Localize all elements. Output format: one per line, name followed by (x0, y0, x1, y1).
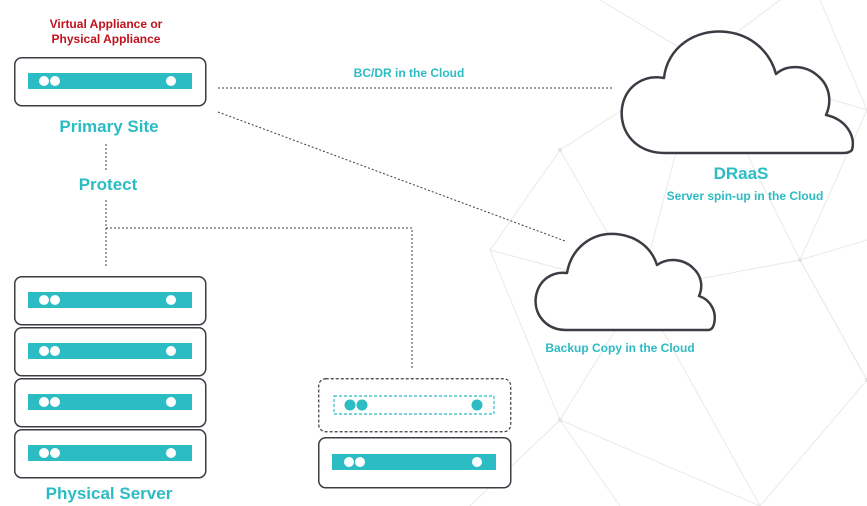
primary-site-server-icon[interactable] (14, 57, 207, 107)
bcdr-label: BC/DR in the Cloud (353, 66, 465, 80)
physical-server-label: Physical Server (45, 484, 173, 503)
physical-server-unit-3-icon[interactable] (14, 378, 207, 428)
draas-title: DRaaS (713, 164, 769, 183)
protect-label: Protect (78, 175, 138, 194)
backup-link-line (217, 111, 566, 242)
backup-cloud-icon[interactable] (534, 232, 716, 332)
appliance-note: Virtual Appliance or Physical Appliance (50, 17, 163, 47)
physical-server-unit-1-icon[interactable] (14, 276, 207, 326)
appliance-note-line1: Virtual Appliance or (49, 17, 163, 31)
appliance-note-line2: Physical Appliance (51, 32, 161, 46)
virtual-link-line (106, 227, 413, 370)
physical-server-unit-2-icon[interactable] (14, 327, 207, 377)
draas-cloud-icon[interactable] (620, 30, 855, 155)
draas-subtitle: Server spin-up in the Cloud (666, 189, 824, 203)
physical-server-unit-4-icon[interactable] (14, 429, 207, 479)
virtual-server-icon[interactable] (318, 378, 512, 433)
local-backup-server-icon[interactable] (318, 437, 512, 489)
primary-site-label: Primary Site (59, 117, 159, 136)
backup-cloud-label: Backup Copy in the Cloud (545, 341, 695, 355)
